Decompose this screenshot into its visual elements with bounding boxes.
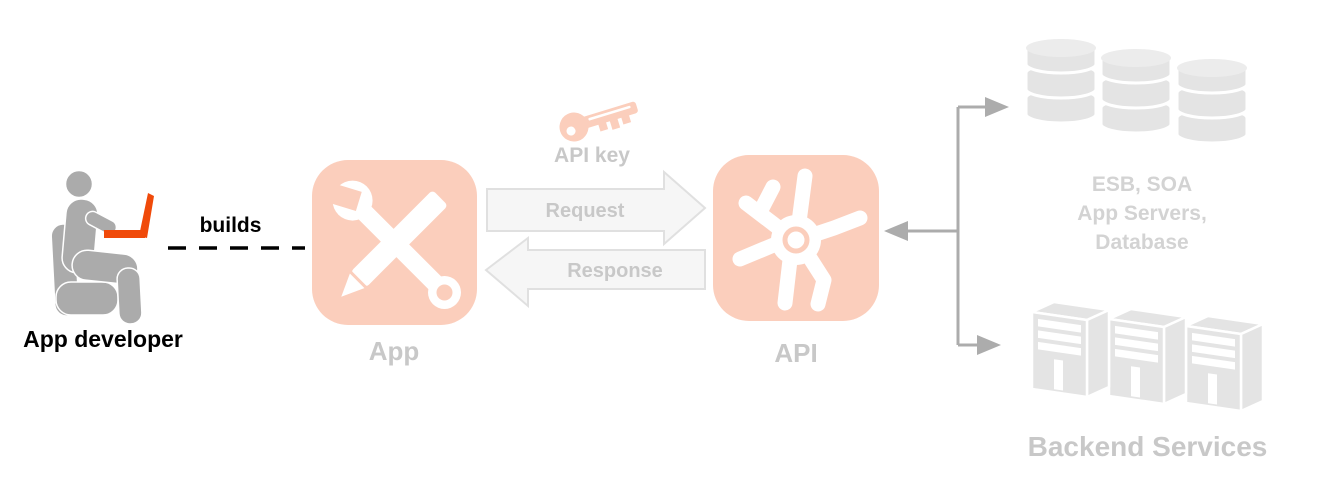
wrench-and-pencil-icon <box>312 160 477 325</box>
pinwheel-gear-icon <box>713 155 879 321</box>
api-key-label: API key <box>554 144 630 167</box>
person-at-laptop-icon <box>50 169 154 325</box>
request-label: Request <box>545 200 625 222</box>
server-towers-icon <box>1030 300 1265 413</box>
esb-soa-label: ESB, SOA App Servers, Database <box>1077 173 1207 254</box>
database-stack-icon <box>1024 37 1249 145</box>
app-developer-label: App developer <box>23 326 183 352</box>
response-label: Response <box>567 260 663 282</box>
backend-services-label: Backend Services <box>1027 431 1268 462</box>
request-arrow <box>486 169 707 247</box>
builds-label: builds <box>199 214 262 237</box>
app-label: App <box>368 336 420 366</box>
api-label: API <box>774 338 818 368</box>
key-icon <box>559 101 638 142</box>
laptop-icon <box>104 193 154 238</box>
branch-arrow-connector <box>884 97 1009 355</box>
response-arrow <box>484 235 706 309</box>
